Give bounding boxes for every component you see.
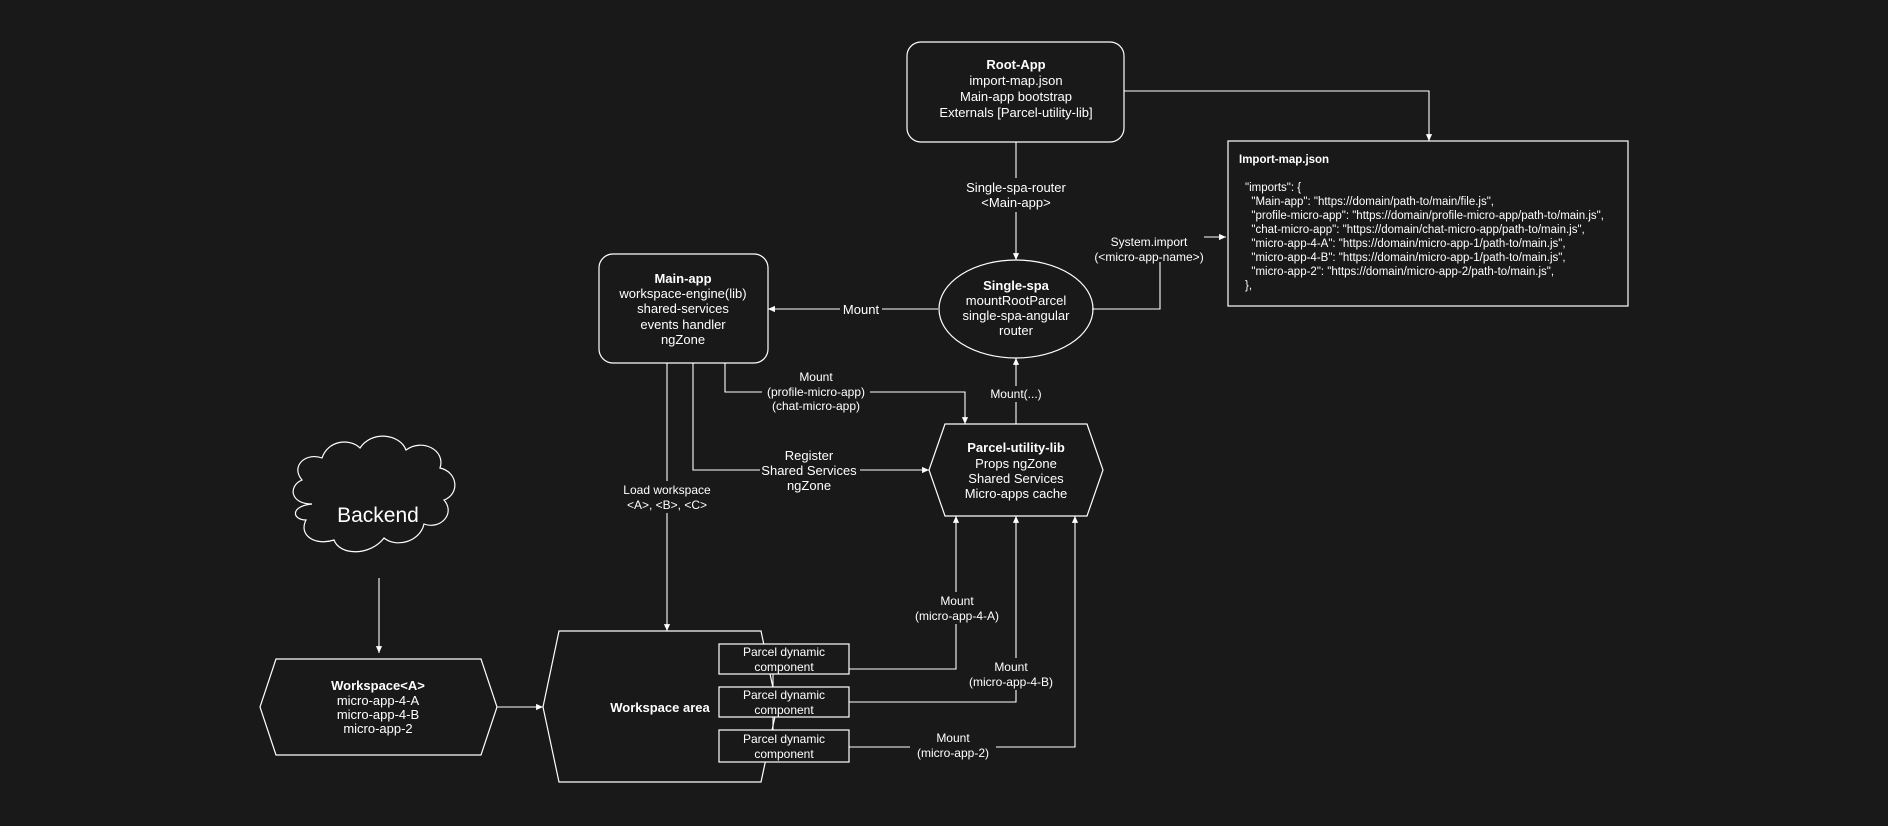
import-map-node: Import-map.json "imports": { "Main-app":… <box>1227 140 1629 307</box>
edge-label: (<micro-app-name>) <box>1094 250 1203 264</box>
main-app-line: shared-services <box>637 301 729 316</box>
import-map-line: "profile-micro-app": "https://domain/pro… <box>1245 210 1604 222</box>
parcel-utility-lib-node: Parcel-utility-lib Props ngZone Shared S… <box>928 423 1104 517</box>
workspace-area-label: Workspace area <box>610 700 710 715</box>
parcel-lib-title: Parcel-utility-lib <box>967 440 1065 455</box>
edge-label: (micro-app-4-A) <box>915 609 999 623</box>
edge-parcel2-to-lib <box>849 516 1020 703</box>
cloud-shape <box>292 435 456 553</box>
label-mount-4a: Mount (micro-app-4-A) <box>910 592 1004 624</box>
main-app-node: Main-app workspace-engine(lib) shared-se… <box>598 253 769 364</box>
root-app-line: import-map.json <box>969 73 1062 88</box>
edge-singlespa-to-systemimport <box>1092 262 1161 310</box>
root-app-line: Main-app bootstrap <box>960 89 1072 104</box>
edge-label: (chat-micro-app) <box>772 399 860 413</box>
label-mount-profile: Mount (profile-micro-app) (chat-micro-ap… <box>762 370 870 414</box>
label-system-import: System.import (<micro-app-name>) <box>1094 235 1203 264</box>
edge-label: Mount <box>799 370 833 384</box>
parcel-dynamic-component: Parcel dynamic component <box>718 643 850 675</box>
label-mount-4b: Mount (micro-app-4-B) <box>964 658 1058 690</box>
parcel-component-line: Parcel dynamic <box>743 688 825 702</box>
root-app-line: Externals [Parcel-utility-lib] <box>939 105 1092 120</box>
parcel-lib-line: Props ngZone <box>975 456 1057 471</box>
edge-label: Mount <box>936 731 970 745</box>
edge-label: <Main-app> <box>981 195 1050 210</box>
label-mount-2: Mount (micro-app-2) <box>910 729 996 761</box>
main-app-line: events handler <box>640 317 726 332</box>
parcel-lib-line: Micro-apps cache <box>965 486 1068 501</box>
edge-label: (micro-app-4-B) <box>969 675 1053 689</box>
workspace-a-title: Workspace<A> <box>331 678 425 693</box>
workspace-area-node: Workspace area <box>542 630 778 783</box>
parcel-dynamic-component: Parcel dynamic component <box>718 729 850 763</box>
edge-label: Shared Services <box>761 463 857 478</box>
main-app-line: workspace-engine(lib) <box>618 286 746 301</box>
edge-label: Load workspace <box>623 483 711 497</box>
label-mount-main: Mount <box>840 301 882 317</box>
edge-label: (profile-micro-app) <box>767 385 865 399</box>
parcel-component-line: component <box>754 660 814 674</box>
edge-parcel1-to-lib <box>849 516 960 670</box>
parcel-component-line: component <box>754 747 814 761</box>
main-app-line: ngZone <box>661 332 705 347</box>
label-router: Single-spa-router <Main-app> <box>960 178 1072 212</box>
workspace-a-line: micro-app-4-B <box>337 707 419 722</box>
parcel-component-line: component <box>754 703 814 717</box>
workspace-a-node: Workspace<A> micro-app-4-A micro-app-4-B… <box>259 658 498 756</box>
import-map-line: "imports": { <box>1245 182 1301 194</box>
label-register: Register Shared Services ngZone <box>760 448 860 493</box>
edge-label: System.import <box>1111 235 1188 249</box>
single-spa-node: Single-spa mountRootParcel single-spa-an… <box>938 259 1094 359</box>
single-spa-title: Single-spa <box>983 278 1050 293</box>
root-app-title: Root-App <box>986 57 1045 72</box>
parcel-lib-line: Shared Services <box>968 471 1064 486</box>
parcel-component-line: Parcel dynamic <box>743 645 825 659</box>
label-mount-up: Mount(...) <box>986 386 1046 402</box>
single-spa-line: mountRootParcel <box>966 293 1067 308</box>
workspace-a-line: micro-app-2 <box>343 721 412 736</box>
import-map-line: "micro-app-2": "https://domain/micro-app… <box>1245 266 1554 278</box>
edge-label: Mount <box>940 594 974 608</box>
label-load-workspace: Load workspace <A>, <B>, <C> <box>615 481 719 513</box>
import-map-line: "micro-app-4-B": "https://domain/micro-a… <box>1245 252 1566 264</box>
edge-label: <A>, <B>, <C> <box>627 498 707 512</box>
edge-parcel3-to-lib <box>849 516 1079 748</box>
edge-label: Mount <box>843 302 880 317</box>
import-map-title: Import-map.json <box>1239 154 1329 166</box>
edge-label: (micro-app-2) <box>917 746 989 760</box>
edge-label: Mount(...) <box>990 387 1041 401</box>
single-spa-line: router <box>999 323 1034 338</box>
import-map-line: "micro-app-4-A": "https://domain/micro-a… <box>1245 238 1566 250</box>
import-map-line: "Main-app": "https://domain/path-to/main… <box>1245 196 1494 208</box>
edge-label: Single-spa-router <box>966 180 1066 195</box>
main-app-title: Main-app <box>654 271 711 286</box>
edge-label: Register <box>785 448 834 463</box>
import-map-line: }, <box>1245 280 1252 292</box>
import-map-line: "chat-micro-app": "https://domain/chat-m… <box>1245 224 1585 236</box>
edge-root-to-importmap <box>1124 90 1433 141</box>
edge-label: Mount <box>994 660 1028 674</box>
backend-cloud-node: Backend <box>292 435 456 553</box>
parcel-component-line: Parcel dynamic <box>743 732 825 746</box>
parcel-dynamic-component: Parcel dynamic component <box>718 686 850 718</box>
backend-label: Backend <box>337 504 419 527</box>
edge-label: ngZone <box>787 478 831 493</box>
root-app-node: Root-App import-map.json Main-app bootst… <box>906 41 1125 143</box>
single-spa-line: single-spa-angular <box>963 308 1071 323</box>
workspace-a-line: micro-app-4-A <box>337 693 420 708</box>
